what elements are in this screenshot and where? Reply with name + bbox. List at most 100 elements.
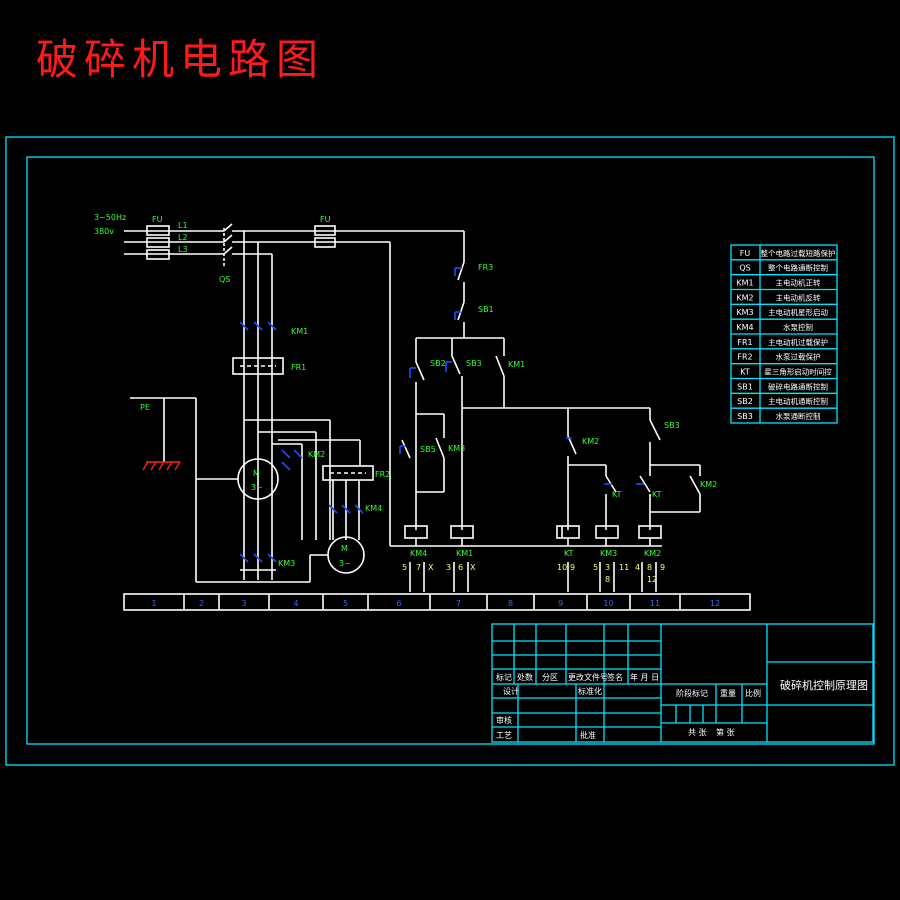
ref-km4-a: 5	[402, 563, 407, 572]
column-number: 7	[456, 599, 461, 608]
tb-count: 处数	[517, 672, 533, 682]
legend-code: FR2	[737, 353, 752, 362]
legend-description: 主电动机通断控制	[768, 396, 828, 406]
tb-sign: 签名	[607, 672, 623, 682]
km2-interlock-label: KM2	[700, 480, 717, 489]
legend-description: 破碎电路通断控制	[768, 381, 828, 391]
ref-km1-c: X	[470, 563, 476, 572]
contact-references: 5 7 X 3 6 X 10 9 5 3 11 8 4 8 12 9	[402, 562, 665, 592]
column-number: 5	[343, 599, 348, 608]
tb-stage-mark: 阶段标记	[676, 688, 708, 698]
legend-description: 主电动机过载保护	[768, 337, 828, 347]
main-motor: M 3~	[196, 419, 331, 540]
coils: KM4 KM1 KT KM3 KM2	[390, 525, 662, 558]
fr2-relay	[322, 465, 374, 481]
ref-km3-c: 11	[619, 563, 629, 572]
sb1-label: SB1	[478, 305, 494, 314]
ref-km1-a: 3	[446, 563, 451, 572]
sb2-label: SB2	[430, 359, 446, 368]
sb5-label: SB5	[420, 445, 436, 454]
legend-code: KM4	[736, 323, 753, 332]
coil-kt-label: KT	[564, 549, 574, 558]
column-number: 4	[293, 599, 298, 608]
phase-l1-label: L1	[178, 221, 188, 230]
tb-process: 工艺	[496, 731, 512, 740]
fr1-relay: FR1	[232, 357, 306, 375]
sb3-label: SB3	[466, 359, 482, 368]
km1-main-label: KM1	[291, 327, 308, 336]
pe-ground: PE	[130, 397, 310, 583]
phase-l3-label: L3	[178, 245, 188, 254]
control-circuit: FR3 SB1 SB2 SB3 KM1 SB5 KM	[389, 231, 717, 546]
column-number: 10	[603, 599, 613, 608]
tb-standardization: 标准化	[578, 686, 602, 696]
outer-frame	[5, 136, 895, 766]
legend-code: SB2	[737, 397, 753, 406]
supply-voltage: 380v	[94, 227, 114, 236]
column-number: 9	[558, 599, 563, 608]
legend-description: 星三角形启动时间控	[764, 367, 832, 377]
power-supply: 3~50Hz 380v FU L1 L2 L3 QS FU	[94, 213, 464, 580]
coil-km2-label: KM2	[644, 549, 661, 558]
kt-contact-label: KT	[612, 490, 622, 499]
legend-description: 水泵过载保护	[776, 352, 821, 362]
legend-code: FU	[740, 249, 751, 258]
fuse-l1	[146, 225, 170, 236]
phase-l2-label: L2	[178, 233, 188, 242]
tb-mark: 标记	[496, 672, 512, 682]
ref-km2-d: 9	[660, 563, 665, 572]
column-number: 2	[199, 599, 204, 608]
pe-label: PE	[140, 403, 150, 412]
ref-kt-b: 9	[570, 563, 575, 572]
legend-description: 主电动机正转	[776, 278, 821, 288]
column-number: 1	[151, 599, 156, 608]
legend-code: KM2	[736, 293, 753, 302]
fuse-main-label: FU	[152, 215, 163, 224]
ref-km4-b: 7	[416, 563, 421, 572]
fuse-l3	[146, 249, 170, 260]
ref-kt-a: 10	[557, 563, 567, 572]
ref-km3-d: 8	[605, 575, 610, 584]
tb-scale: 比例	[745, 688, 761, 698]
coil-km3	[595, 525, 619, 539]
legend-description: 主电动机星形启动	[768, 307, 828, 317]
tb-designer: 设计	[503, 686, 519, 696]
inner-frame	[26, 156, 875, 745]
pump-branch: FR2 KM4 M 3~	[278, 439, 390, 582]
legend-code: SB1	[737, 382, 753, 391]
km4-main-label: KM4	[365, 504, 382, 513]
pump-motor-name: M	[341, 544, 348, 553]
km1-aux-label: KM1	[508, 360, 525, 369]
coil-km3-label: KM3	[600, 549, 617, 558]
page-title: 破碎机电路图	[36, 35, 325, 84]
km1-main-contacts: KM1	[239, 321, 308, 336]
fr1-label: FR1	[291, 363, 306, 372]
title-block: 标记 处数 分区 更改文件号 签名 年 月 日 设计 标准化 阶段标记 重量 比…	[491, 623, 874, 743]
legend-code: KM3	[736, 308, 753, 317]
kt-contact2-label: KT	[652, 490, 662, 499]
km2-aux-label: KM2	[582, 437, 599, 446]
legend-description: 水泵控制	[783, 322, 813, 332]
ref-km2-a: 4	[635, 563, 640, 572]
column-number: 8	[508, 599, 513, 608]
column-number: 3	[241, 599, 246, 608]
tb-change-doc: 更改文件号	[568, 672, 608, 682]
tb-drawing-title: 破碎机控制原理图	[780, 678, 868, 692]
column-number: 11	[650, 599, 660, 608]
tb-sheets-total: 共 张	[688, 728, 707, 737]
legend-description: 整个电路通断控制	[768, 263, 828, 273]
pump-motor-spec: 3~	[339, 559, 351, 568]
km3-main-contacts: KM3	[239, 553, 295, 571]
legend-code: KM1	[736, 279, 753, 288]
fr2-label: FR2	[375, 470, 390, 479]
fuse-ctrl-label: FU	[320, 215, 331, 224]
sb-extra-label: SB3	[664, 421, 680, 430]
ref-km3-a: 5	[593, 563, 598, 572]
km3-aux-label: KM3	[448, 444, 465, 453]
tb-zone: 分区	[542, 673, 558, 682]
column-number: 12	[710, 599, 720, 608]
fuse-l2	[146, 237, 170, 248]
coil-km1-label: KM1	[456, 549, 473, 558]
